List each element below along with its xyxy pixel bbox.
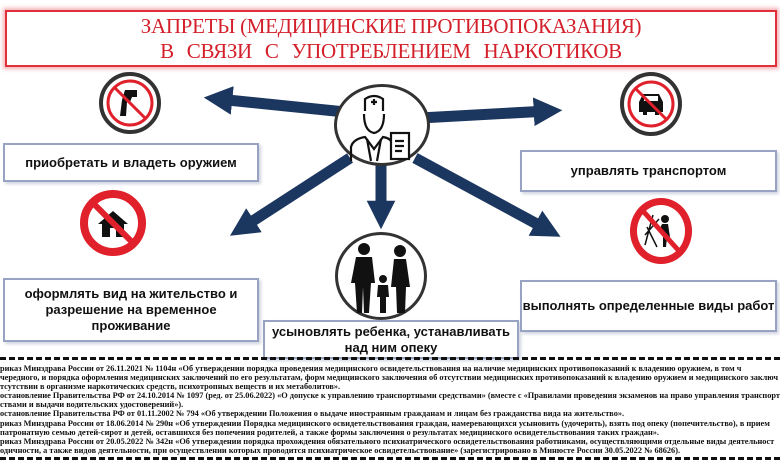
prohibition-adoption: усыновлять ребенка, устанавливать над ни… (263, 320, 519, 359)
prohibition-residence: оформлять вид на жительство и разрешение… (3, 278, 259, 342)
reference-line: патронатную семью детей-сирот и детей, о… (0, 427, 659, 437)
prohibition-residence-label: оформлять вид на жительство и разрешение… (24, 286, 238, 333)
reference-line: тсутствии в организме наркотических сред… (0, 382, 341, 392)
references-list: риказ Минздрава России от 26.11.2021 № 1… (0, 364, 780, 455)
reference-line: риказ Минздрава России от 18.06.2014 № 2… (0, 418, 770, 428)
arrow-to-transport (419, 97, 563, 127)
arrow-to-weapons (203, 86, 346, 118)
family-circle (335, 232, 427, 320)
divider-top (0, 357, 780, 360)
no-car-sign (620, 72, 682, 136)
divider-bottom (0, 457, 780, 460)
arrow-to-residence (230, 153, 353, 236)
no-house-icon (91, 201, 135, 245)
no-gun-sign (99, 72, 161, 134)
prohibition-transport-label: управлять транспортом (570, 163, 727, 178)
title-line-2: В СВЯЗИ С УПОТРЕБЛЕНИЕМ НАРКОТИКОВ (160, 39, 622, 63)
arrow-to-work (412, 153, 561, 237)
doctor-icon-circle (334, 84, 430, 166)
reference-line: остановление Правительства РФ от 24.10.2… (0, 391, 780, 401)
reference-line: риказ Минздрава России от 20.05.2022 № 3… (0, 436, 775, 446)
prohibition-adoption-label: усыновлять ребенка, устанавливать над ни… (271, 323, 511, 355)
prohibition-weapons: приобретать и владеть оружием (3, 143, 259, 182)
arrows-diagram (203, 86, 563, 237)
family-icon (351, 243, 410, 313)
reference-line: одичности, а также видов деятельности, п… (0, 445, 681, 455)
no-house-sign (80, 190, 146, 256)
no-climbing-icon (641, 209, 681, 253)
prohibition-work-label: выполнять определенные виды работ (522, 298, 775, 313)
reference-line: риказ Минздрава России от 26.11.2021 № 1… (0, 364, 742, 373)
prohibition-weapons-label: приобретать и владеть оружием (25, 154, 237, 170)
reference-line: чередного, и порядка оформления медицинс… (0, 373, 778, 383)
title-banner: ЗАПРЕТЫ (МЕДИЦИНСКИЕ ПРОТИВОПОКАЗАНИЯ) В… (5, 10, 777, 67)
prohibition-transport: управлять транспортом (520, 150, 777, 192)
prohibition-work: выполнять определенные виды работ (520, 280, 777, 332)
reference-line: ствами и выдачи водительских удостоверен… (0, 400, 184, 410)
reference-line: остановление Правительства РФ от 01.11.2… (0, 409, 625, 419)
no-car-icon (627, 80, 675, 128)
doctor-with-document-icon (349, 94, 411, 162)
no-gun-icon (106, 79, 154, 127)
no-climbing-sign (630, 198, 692, 264)
title-line-1: ЗАПРЕТЫ (МЕДИЦИНСКИЕ ПРОТИВОПОКАЗАНИЯ) (140, 14, 642, 38)
